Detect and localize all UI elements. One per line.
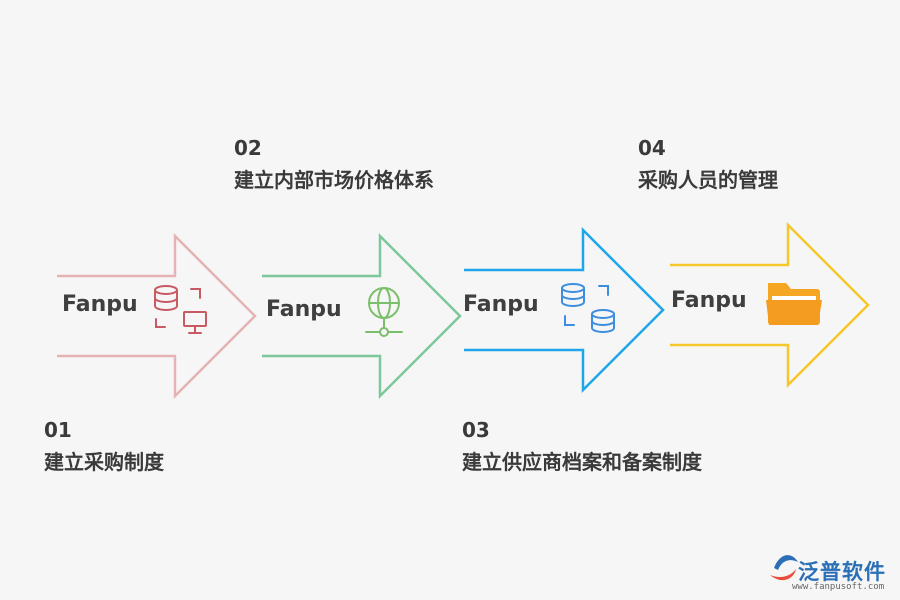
arrow-step-4 [670, 221, 870, 389]
step-1-number: 01 [44, 418, 72, 442]
step-2-title: 建立内部市场价格体系 [234, 168, 434, 192]
logo-name: 泛普软件 [798, 560, 886, 584]
arrow-step-3 [464, 226, 665, 394]
step-1-title: 建立采购制度 [44, 450, 164, 474]
globe-network-icon [365, 287, 403, 337]
step-1-brand: Fanpu [62, 292, 138, 317]
databases-icon [561, 283, 615, 333]
arrow-step-2 [262, 232, 462, 400]
database-monitor-icon [154, 285, 207, 334]
step-3-brand: Fanpu [463, 292, 539, 317]
step-4-brand: Fanpu [671, 288, 747, 313]
step-4-title: 采购人员的管理 [638, 168, 778, 192]
step-2-number: 02 [234, 136, 262, 160]
step-3-number: 03 [462, 418, 490, 442]
logo-url: www.fanpusoft.com [792, 582, 885, 592]
step-4-number: 04 [638, 136, 666, 160]
arrow-step-1 [57, 232, 257, 400]
step-2-brand: Fanpu [266, 297, 342, 322]
step-3-title: 建立供应商档案和备案制度 [462, 450, 702, 474]
logo-mark-icon [770, 555, 798, 581]
folder-icon [766, 283, 822, 325]
